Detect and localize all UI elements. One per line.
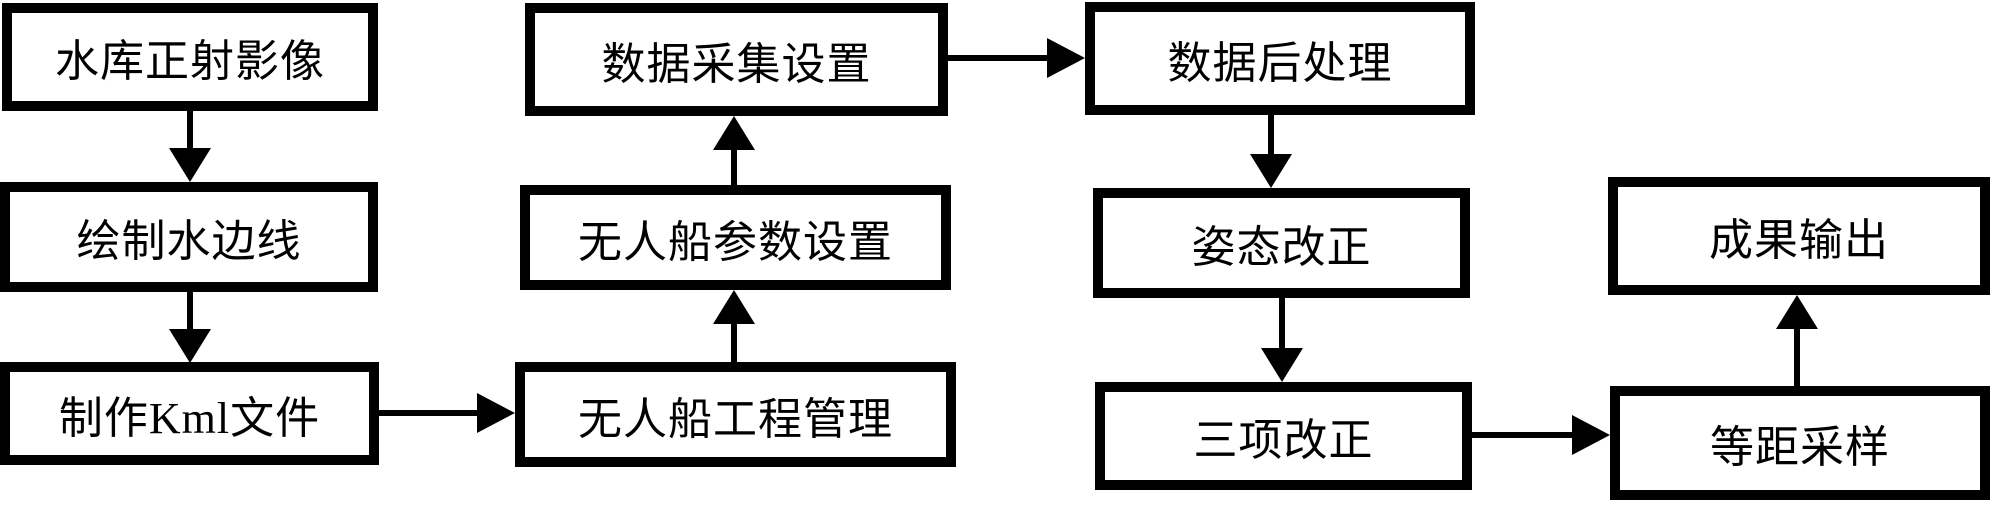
flow-box-label: 无人船工程管理 bbox=[578, 394, 893, 444]
flow-box-label: 无人船参数设置 bbox=[578, 217, 893, 267]
flow-box-three-item-correction: 三项改正 bbox=[1095, 382, 1472, 490]
arrow-shaft-orthophoto-to-waterline bbox=[187, 111, 193, 151]
arrowhead-up-icon bbox=[1776, 295, 1818, 329]
flow-box-make-kml-file: 制作Kml文件 bbox=[0, 362, 379, 465]
arrow-shaft-attitude-to-threeitem bbox=[1279, 298, 1285, 351]
flow-box-label: 绘制水边线 bbox=[76, 217, 302, 266]
flow-box-attitude-correction: 姿态改正 bbox=[1093, 188, 1470, 298]
arrowhead-up-icon bbox=[713, 290, 755, 324]
arrow-shaft-parameters-to-collection bbox=[731, 147, 737, 185]
flow-box-label: 成果输出 bbox=[1709, 216, 1889, 265]
flow-box-label: 制作Kml文件 bbox=[58, 393, 321, 443]
flow-box-result-output: 成果输出 bbox=[1608, 177, 1990, 295]
arrowhead-right-icon bbox=[477, 393, 515, 433]
arrowhead-right-icon bbox=[1047, 38, 1085, 78]
arrowhead-down-icon bbox=[169, 329, 211, 363]
flow-box-data-collection-settings: 数据采集设置 bbox=[525, 3, 948, 116]
arrow-shaft-threeitem-to-sampling bbox=[1472, 432, 1574, 438]
arrowhead-right-icon bbox=[1572, 415, 1610, 455]
flow-box-label: 水库正射影像 bbox=[55, 37, 325, 86]
arrowhead-down-icon bbox=[169, 148, 211, 182]
arrow-shaft-waterline-to-kml bbox=[187, 292, 193, 332]
arrowhead-down-icon bbox=[1261, 348, 1303, 382]
arrowhead-up-icon bbox=[713, 116, 755, 150]
flow-box-label: 数据后处理 bbox=[1167, 38, 1393, 88]
flow-box-data-post-processing: 数据后处理 bbox=[1085, 2, 1475, 115]
arrow-shaft-sampling-to-output bbox=[1794, 326, 1800, 386]
flow-box-label: 三项改正 bbox=[1193, 416, 1374, 465]
arrow-shaft-postprocessing-to-attitude bbox=[1268, 115, 1274, 157]
flow-box-usv-parameter-settings: 无人船参数设置 bbox=[520, 185, 951, 290]
arrow-shaft-kml-to-project bbox=[379, 410, 479, 416]
flow-box-equidistant-sampling: 等距采样 bbox=[1610, 386, 1990, 500]
arrowhead-down-icon bbox=[1250, 154, 1292, 188]
flow-box-label: 等距采样 bbox=[1710, 423, 1890, 472]
arrow-shaft-project-to-parameters bbox=[731, 321, 737, 362]
flow-box-label: 姿态改正 bbox=[1191, 223, 1372, 272]
flow-box-draw-waterline: 绘制水边线 bbox=[0, 182, 378, 292]
arrow-shaft-collection-to-postprocessing bbox=[948, 55, 1049, 61]
flow-box-reservoir-orthophoto: 水库正射影像 bbox=[2, 3, 378, 111]
flow-box-usv-project-management: 无人船工程管理 bbox=[515, 362, 956, 467]
flow-box-label: 数据采集设置 bbox=[601, 39, 872, 89]
